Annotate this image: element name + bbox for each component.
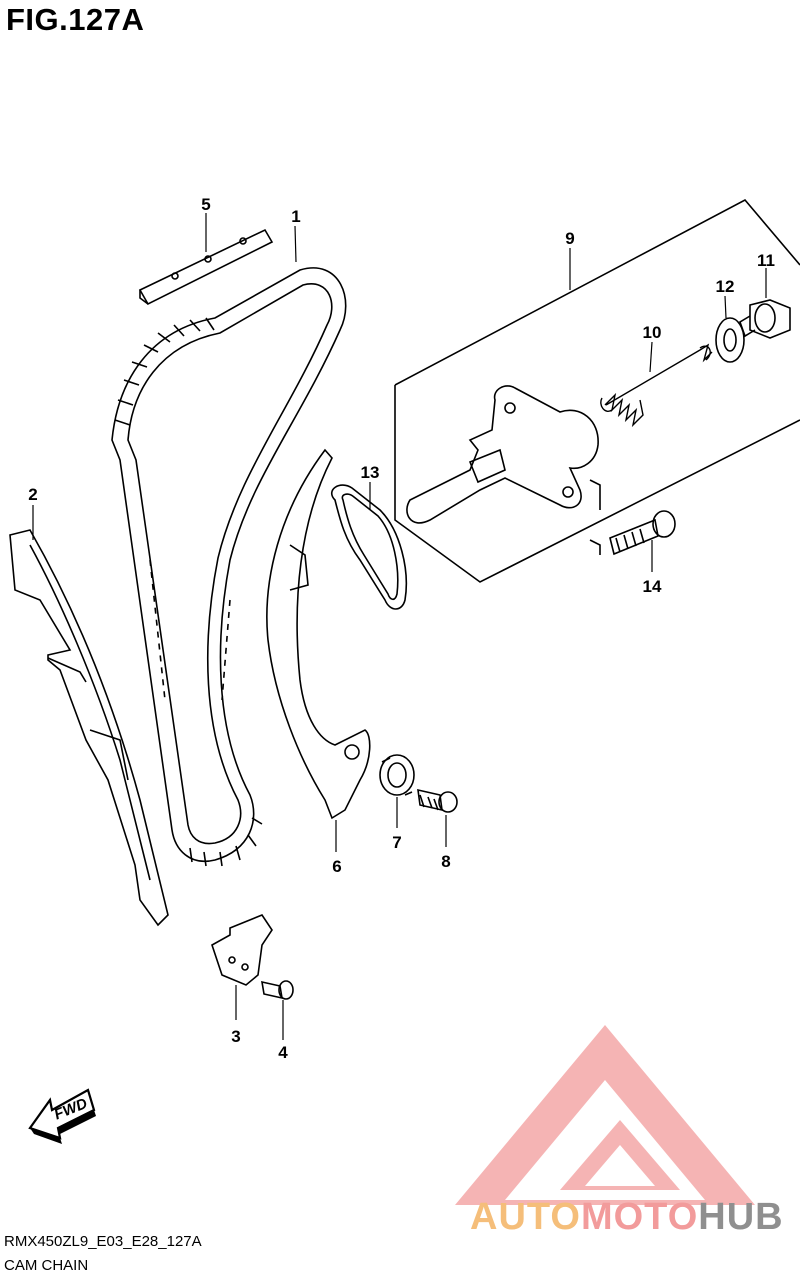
- part-1-cam-chain: [111, 267, 347, 867]
- part-13-gasket: [330, 484, 408, 610]
- part-8-bolt: [417, 788, 458, 813]
- callout-10: 10: [643, 323, 662, 342]
- part-12-washer: [715, 317, 745, 363]
- section-name: CAM CHAIN: [4, 1257, 89, 1274]
- callout-12: 12: [716, 277, 735, 296]
- callout-7: 7: [392, 833, 401, 852]
- part-4-bolt: [261, 980, 294, 1000]
- watermark-text-moto: MOTO: [580, 1196, 699, 1238]
- callout-1: 1: [291, 207, 300, 226]
- watermark-triangle: [455, 1025, 755, 1205]
- part-6-tensioner-arm: [266, 448, 371, 820]
- watermark-text-hub: HUB: [698, 1196, 784, 1238]
- part-14-bolt: [609, 510, 676, 556]
- callout-9: 9: [565, 229, 574, 248]
- leader-12: [724, 295, 727, 319]
- callout-8: 8: [441, 852, 450, 871]
- callout-14: 14: [643, 577, 662, 596]
- model-code: RMX450ZL9_E03_E28_127A: [4, 1233, 202, 1250]
- fwd-arrow-icon: FWD: [28, 1088, 96, 1144]
- part-9-tensioner-assembly: [394, 198, 800, 583]
- part-11-cap-bolt: [739, 299, 791, 339]
- callout-5: 5: [201, 195, 210, 214]
- callout-13: 13: [361, 463, 380, 482]
- callout-11: 11: [757, 251, 775, 270]
- part-7-bushing: [379, 754, 415, 796]
- leader-10: [649, 341, 653, 373]
- watermark-text-auto: AUTO: [470, 1196, 581, 1238]
- part-10-spring: [600, 343, 713, 428]
- part-2-chain-guide: [9, 529, 169, 927]
- callout-6: 6: [332, 857, 341, 876]
- watermark-logo-text: AUTOMOTOHUB: [470, 1196, 784, 1239]
- leader-1: [294, 225, 297, 263]
- part-3-bracket: [211, 914, 273, 986]
- callout-3: 3: [231, 1027, 240, 1046]
- figure-title: FIG.127A: [6, 2, 145, 37]
- callout-2: 2: [28, 485, 37, 504]
- part-5-chain-guide-strip: [138, 228, 274, 306]
- callout-4: 4: [278, 1043, 288, 1062]
